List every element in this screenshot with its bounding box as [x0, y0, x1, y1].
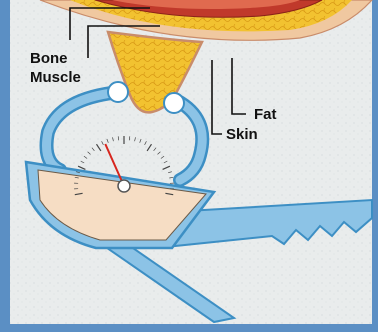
right-jaw-tip — [164, 93, 184, 113]
dial-tick — [118, 136, 119, 140]
fat-label: Fat — [254, 106, 277, 123]
dial-tick — [129, 136, 130, 140]
skin-label: Skin — [226, 126, 258, 143]
left-jaw-tip — [108, 82, 128, 102]
bone-label: Bone — [30, 50, 68, 67]
dial-pivot — [118, 180, 130, 192]
muscle-label: Muscle — [30, 69, 81, 86]
